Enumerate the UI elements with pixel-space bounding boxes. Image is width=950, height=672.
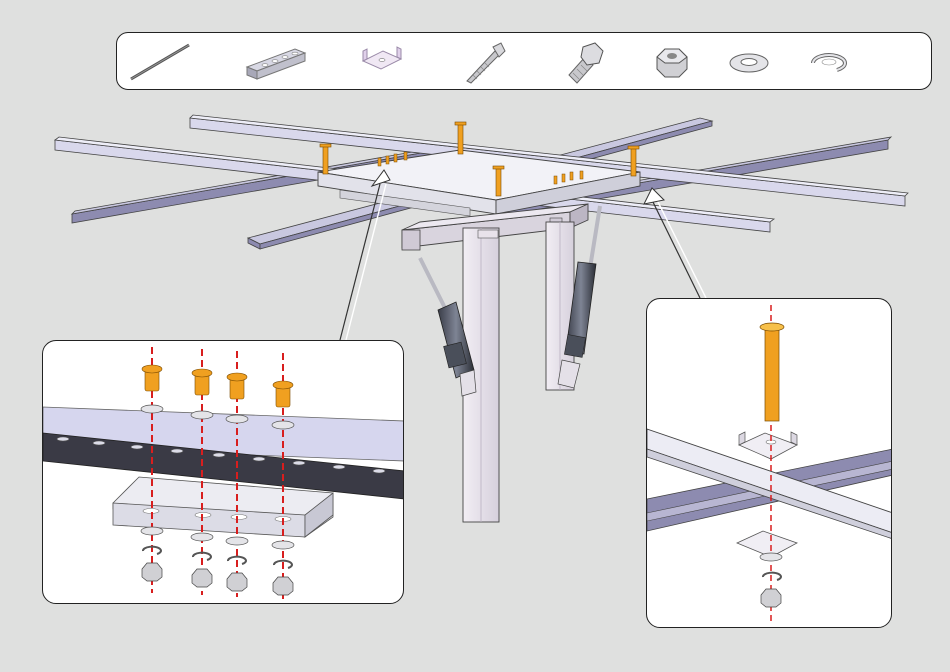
exploded-rail-joint (43, 341, 404, 604)
u-bracket-top (739, 432, 797, 459)
detail-panel-bracket-mount (646, 298, 892, 628)
long-pin (760, 323, 784, 421)
nut (761, 589, 781, 607)
detail-panel-rail-joint (42, 340, 404, 604)
washer (760, 553, 782, 561)
exploded-bracket-mount (647, 299, 892, 628)
callout-pointer-right (644, 188, 706, 298)
spring-washer (763, 573, 781, 580)
